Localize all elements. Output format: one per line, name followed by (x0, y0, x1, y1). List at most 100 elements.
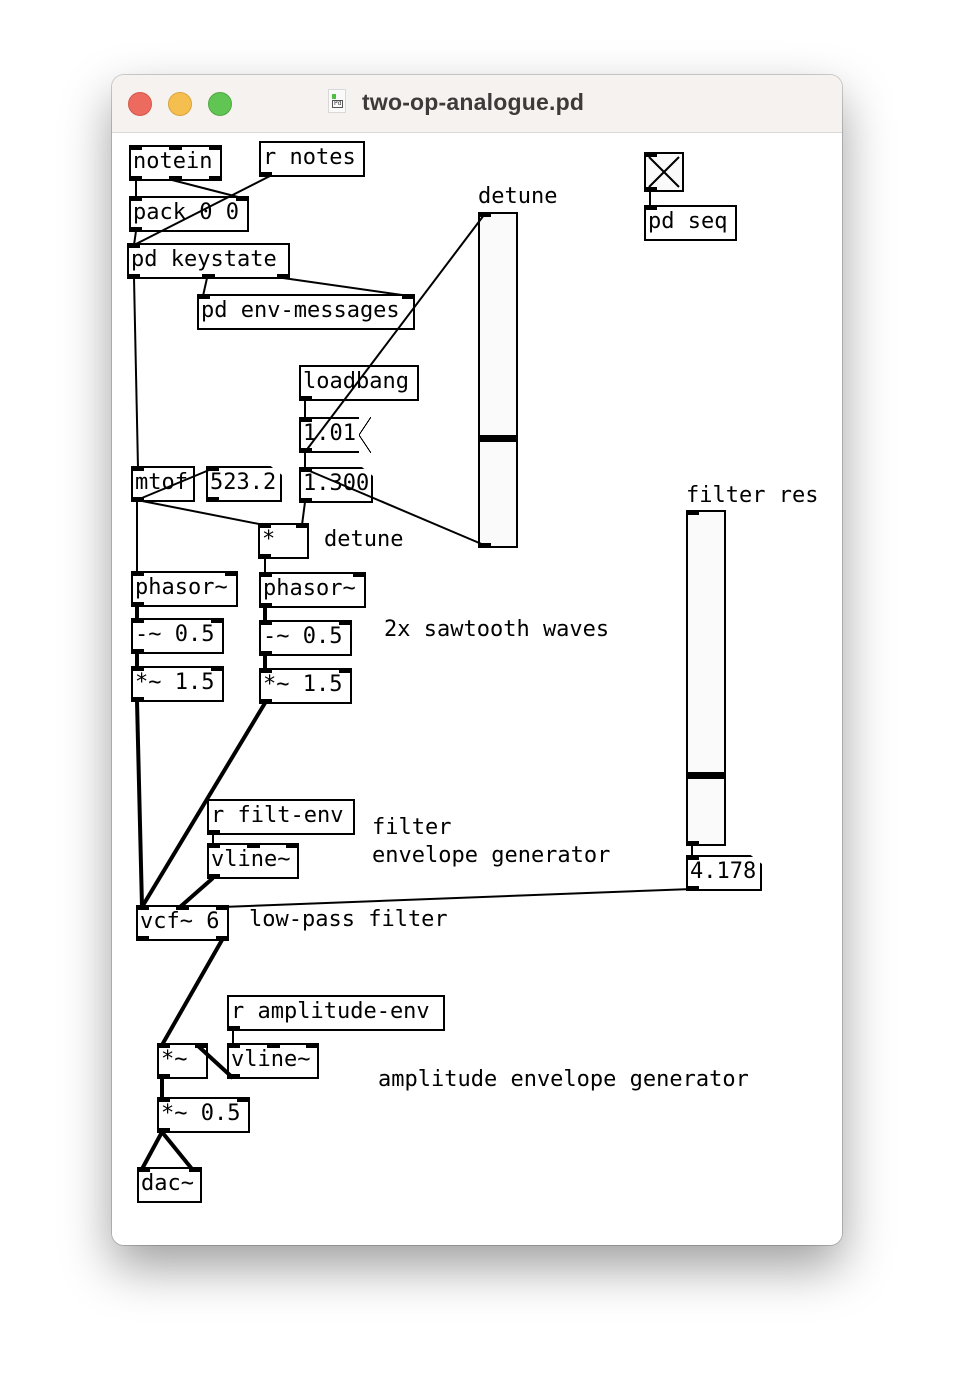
maximize-button[interactable] (208, 92, 232, 116)
inlet-port[interactable] (236, 196, 249, 201)
outlet-port[interactable] (157, 1074, 170, 1079)
inlet-port[interactable] (195, 1043, 208, 1048)
inlet-port[interactable] (136, 905, 149, 910)
outlet-port[interactable] (207, 874, 220, 879)
outlet-port[interactable] (129, 227, 142, 232)
outlet-port[interactable] (227, 1026, 240, 1031)
multiply-signal-object-1[interactable]: *~ 1.5 (131, 666, 224, 702)
pd-env-messages-subpatch[interactable]: pd env-messages (197, 294, 415, 330)
inlet-port[interactable] (127, 243, 140, 248)
outlet-port[interactable] (259, 603, 272, 608)
phasor-object-2[interactable]: phasor~ (259, 572, 366, 608)
outlet-port[interactable] (259, 172, 272, 177)
dac-object[interactable]: dac~ (137, 1167, 202, 1203)
inlet-port[interactable] (478, 212, 491, 217)
inlet-port[interactable] (296, 523, 309, 528)
outlet-port[interactable] (131, 649, 144, 654)
inlet-port[interactable] (299, 417, 312, 422)
outlet-port[interactable] (258, 554, 271, 559)
outlet-port[interactable] (129, 176, 142, 181)
inlet-port[interactable] (402, 294, 415, 299)
inlet-port[interactable] (176, 905, 189, 910)
inlet-port[interactable] (189, 1167, 202, 1172)
outlet-port[interactable] (299, 498, 312, 503)
pd-keystate-subpatch[interactable]: pd keystate (127, 243, 290, 279)
outlet-port[interactable] (478, 543, 491, 548)
pack-object[interactable]: pack 0 0 (129, 196, 249, 232)
inlet-port[interactable] (644, 205, 657, 210)
receive-amplitude-env-object[interactable]: r amplitude-env (227, 995, 445, 1031)
inlet-port[interactable] (686, 855, 699, 860)
inlet-port[interactable] (206, 466, 219, 471)
outlet-port[interactable] (259, 651, 272, 656)
inlet-port[interactable] (247, 843, 260, 848)
detune-slider[interactable] (478, 212, 518, 548)
inlet-port[interactable] (259, 620, 272, 625)
filter-res-slider[interactable] (686, 510, 726, 846)
loadbang-object[interactable]: loadbang (299, 365, 419, 401)
inlet-port[interactable] (286, 843, 299, 848)
inlet-port[interactable] (644, 152, 657, 157)
outlet-port[interactable] (686, 886, 699, 891)
inlet-port[interactable] (157, 1043, 170, 1048)
outlet-port[interactable] (299, 396, 312, 401)
outlet-port[interactable] (206, 497, 219, 502)
outlet-port[interactable] (169, 176, 182, 181)
inlet-port[interactable] (686, 510, 699, 515)
inlet-port[interactable] (339, 620, 352, 625)
inlet-port[interactable] (131, 666, 144, 671)
inlet-port[interactable] (169, 145, 182, 150)
inlet-port[interactable] (129, 196, 142, 201)
outlet-port[interactable] (299, 448, 312, 453)
sequencer-toggle[interactable] (644, 152, 684, 192)
inlet-port[interactable] (131, 571, 144, 576)
outlet-port[interactable] (644, 187, 657, 192)
inlet-port[interactable] (225, 571, 238, 576)
subtract-signal-object-1[interactable]: -~ 0.5 (131, 618, 224, 654)
minimize-button[interactable] (168, 92, 192, 116)
inlet-port[interactable] (129, 145, 142, 150)
outlet-port[interactable] (277, 274, 290, 279)
vline-object-2[interactable]: vline~ (227, 1043, 319, 1079)
inlet-port[interactable] (211, 618, 224, 623)
outlet-port[interactable] (202, 274, 215, 279)
inlet-port[interactable] (227, 1043, 240, 1048)
inlet-port[interactable] (258, 523, 271, 528)
multiply-object[interactable]: * (258, 523, 309, 559)
inlet-port[interactable] (131, 466, 144, 471)
inlet-port[interactable] (259, 572, 272, 577)
outlet-port[interactable] (216, 936, 229, 941)
inlet-port[interactable] (157, 1097, 170, 1102)
vline-object-1[interactable]: vline~ (207, 843, 299, 879)
receive-notes-object[interactable]: r notes (259, 141, 365, 177)
close-button[interactable] (128, 92, 152, 116)
inlet-port[interactable] (306, 1043, 319, 1048)
inlet-port[interactable] (353, 572, 366, 577)
outlet-port[interactable] (131, 697, 144, 702)
title-bar[interactable]: Pd two-op-analogue.pd (112, 75, 842, 133)
inlet-port[interactable] (197, 294, 210, 299)
inlet-port[interactable] (131, 618, 144, 623)
inlet-port[interactable] (209, 145, 222, 150)
multiply-signal-object-2[interactable]: *~ 1.5 (259, 668, 352, 704)
outlet-port[interactable] (136, 936, 149, 941)
inlet-port[interactable] (339, 668, 352, 673)
inlet-port[interactable] (216, 905, 229, 910)
outlet-port[interactable] (127, 274, 140, 279)
outlet-port[interactable] (686, 841, 699, 846)
inlet-port[interactable] (137, 1167, 150, 1172)
outlet-port[interactable] (131, 497, 144, 502)
inlet-port[interactable] (207, 843, 220, 848)
filter-res-number-box[interactable]: 4.178 (686, 855, 762, 891)
subtract-signal-object-2[interactable]: -~ 0.5 (259, 620, 352, 656)
inlet-port[interactable] (259, 668, 272, 673)
inlet-port[interactable] (211, 666, 224, 671)
outlet-port[interactable] (131, 602, 144, 607)
inlet-port[interactable] (267, 1043, 280, 1048)
phasor-object-1[interactable]: phasor~ (131, 571, 238, 607)
filter-res-slider-handle[interactable] (688, 772, 724, 779)
multiply-half-object[interactable]: *~ 0.5 (157, 1097, 250, 1133)
outlet-port[interactable] (227, 1074, 240, 1079)
pd-seq-subpatch[interactable]: pd seq (644, 205, 737, 241)
outlet-port[interactable] (209, 176, 222, 181)
